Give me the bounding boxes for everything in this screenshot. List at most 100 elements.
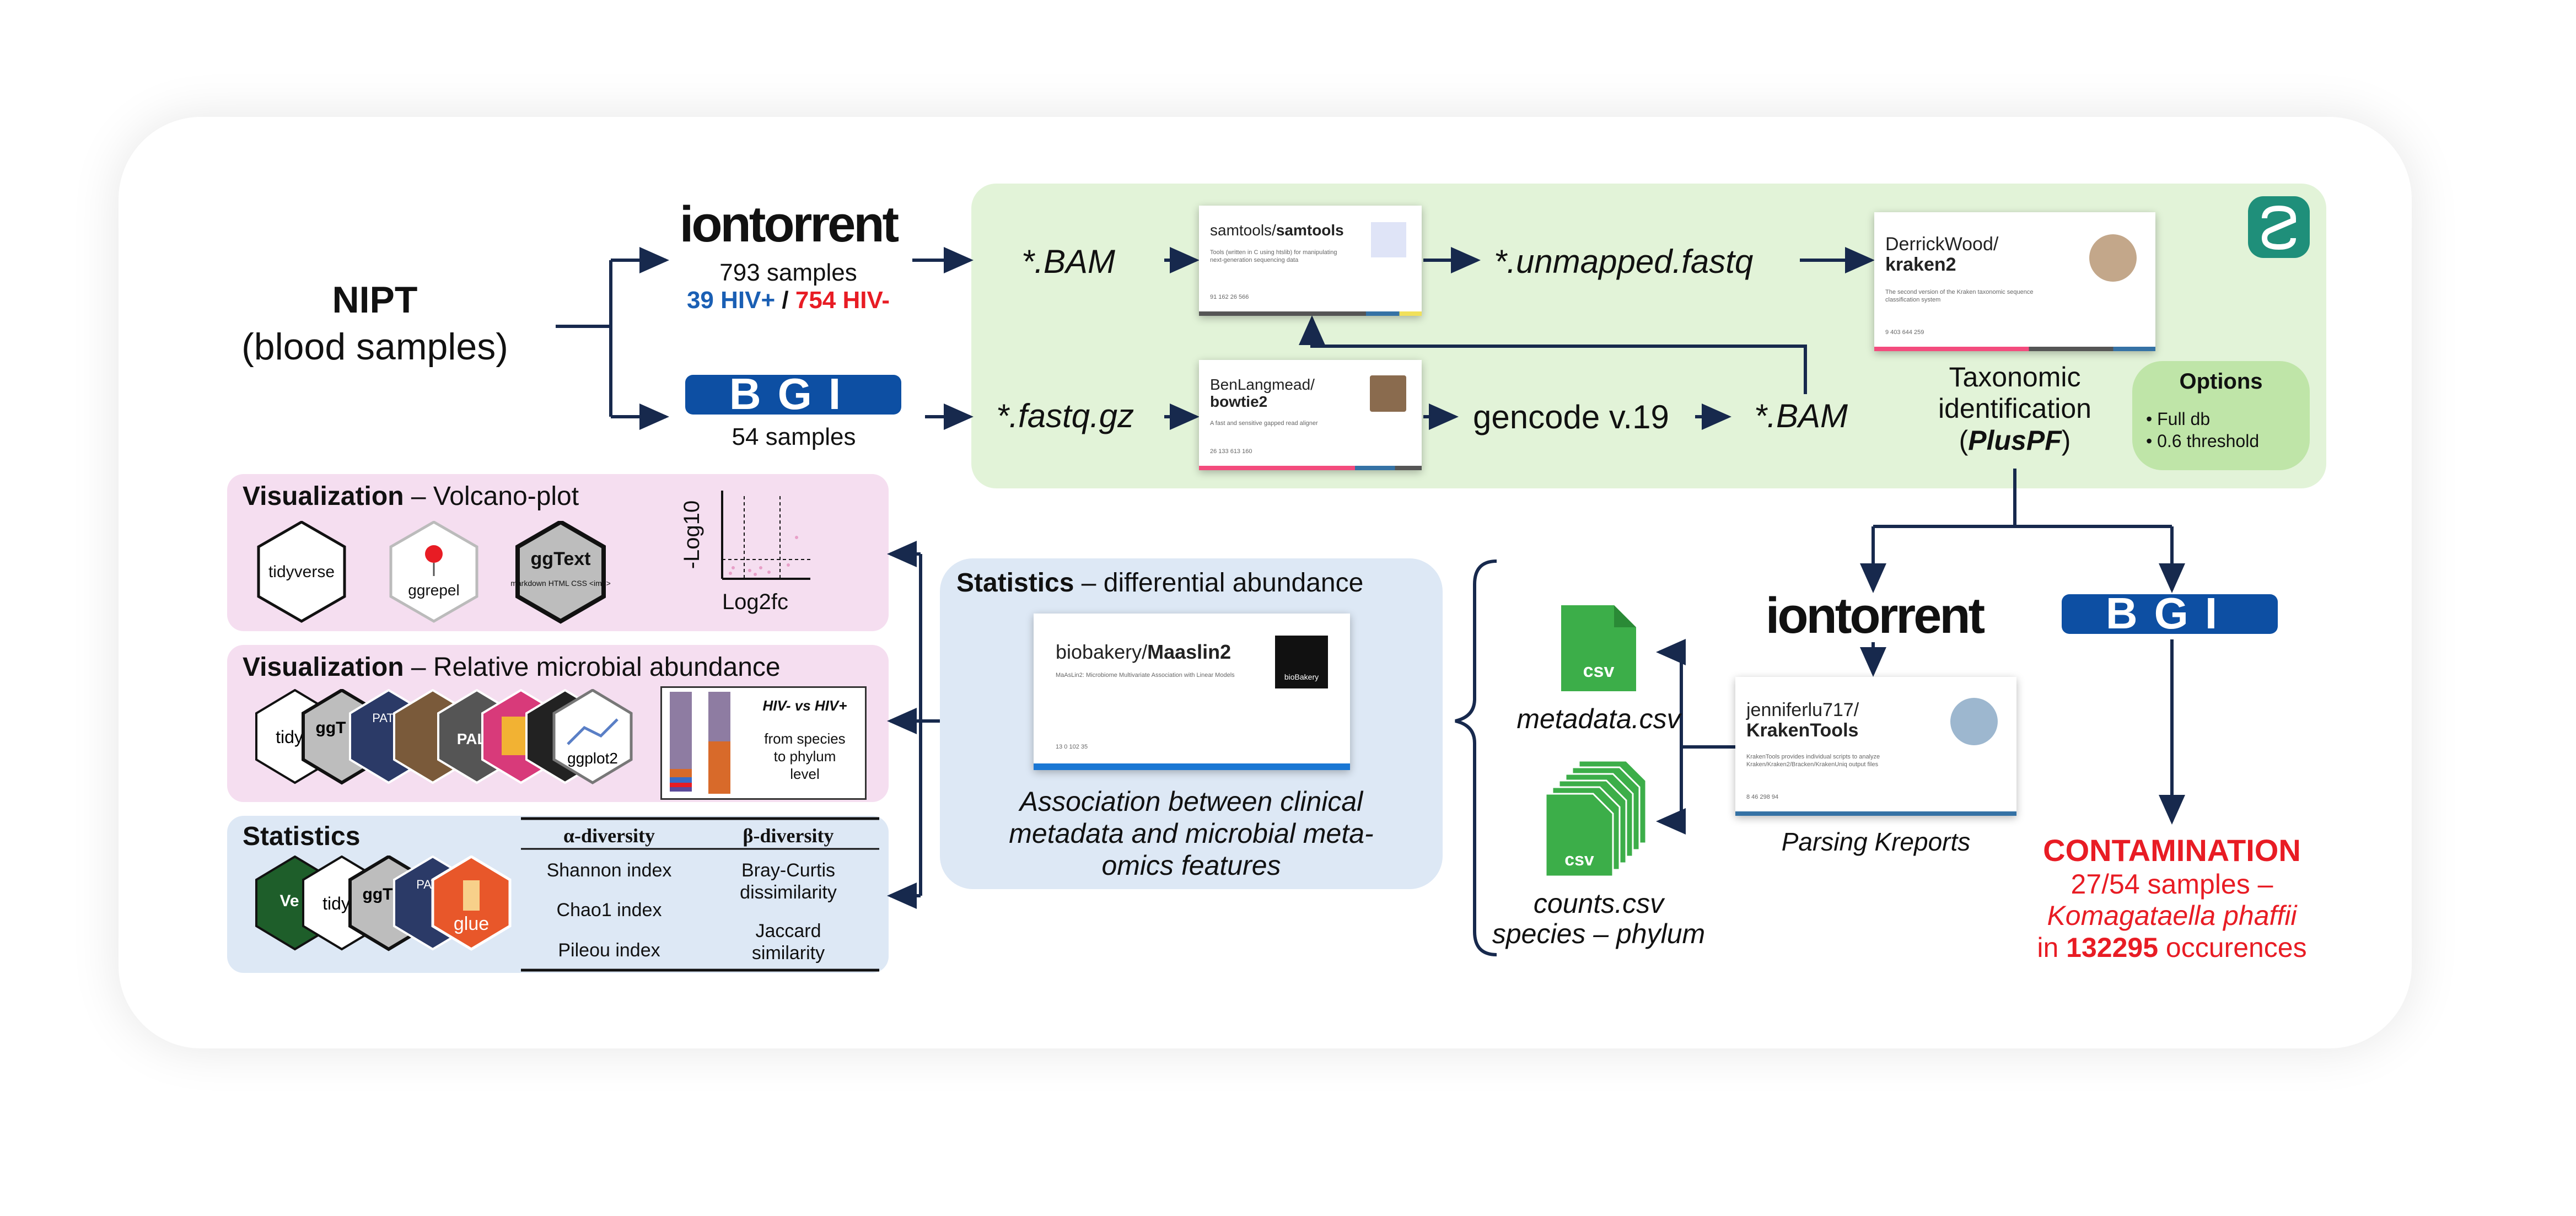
contamination-line3: in 132295 occurences (2007, 932, 2337, 964)
ggplot2-hex-text: ggplot2 (567, 750, 618, 767)
repo-owner: samtools/ (1210, 222, 1276, 239)
alpha-1: Chao1 index (556, 900, 662, 921)
options-box (2132, 361, 2310, 470)
glue-hex-text: glue (454, 913, 489, 934)
parsing-kreports: Parsing Kreports (1781, 827, 1971, 856)
tidyverse-hex-icon: tidyverse (257, 521, 346, 623)
tax-db: PlusPF (1968, 425, 2062, 456)
repo-stats: 8 46 298 94 (1746, 794, 1779, 800)
stats-diff-subtitle: – differential abundance (1074, 568, 1364, 598)
repo-description: Tools (written in C using htslib) for ma… (1210, 249, 1337, 264)
repo-name: bowtie2 (1210, 392, 1268, 410)
snakemake-icon-glyph (2261, 205, 2296, 250)
beta-0-line1: Bray-Curtis (741, 860, 836, 881)
beta-1-line1: Jaccard (755, 921, 821, 941)
repo-name: Maaslin2 (1147, 641, 1231, 663)
volcano-mini-plot: -Log10 Log2fc (680, 491, 810, 614)
contamination-line2: Komagataella phaffii (2047, 900, 2297, 931)
repo-description: MaAsLin2: Microbiome Multivariate Associ… (1056, 672, 1235, 679)
diversity-title: Statistics (243, 822, 361, 851)
iontorrent-hiv: 39 HIV+ / 754 HIV- (662, 287, 915, 314)
repo-stats: 91 162 26 566 (1210, 294, 1249, 300)
glue-hex-icon: glue (431, 855, 512, 951)
contamination-pre: in (2037, 932, 2067, 963)
options-item-1: • 0.6 threshold (2146, 431, 2260, 451)
taxonomic-line3: (PlusPF) (1891, 424, 2139, 456)
github-card-krakentools[interactable]: jenniferlu717/KrakenTools KrakenTools pr… (1735, 677, 2016, 816)
abundance-mini-bars (670, 692, 730, 794)
venn-hex-text: Ve (279, 892, 299, 910)
repo-stats: 9 403 644 259 (1885, 329, 1924, 336)
bgi-logo-text: BGI (729, 375, 857, 415)
iontorrent-logo: iontorrent (679, 196, 899, 252)
repo-stats: 13 0 102 35 (1056, 744, 1088, 750)
beta-0-line2: dissimilarity (740, 882, 837, 903)
ggrepel-hex-text: ggrepel (408, 582, 459, 599)
github-card-kraken2[interactable]: DerrickWood/kraken2 The second version o… (1874, 212, 2155, 351)
language-bar (1199, 311, 1422, 316)
samtools-logo-icon (1371, 222, 1406, 257)
stats-diff-title-strong: Statistics (956, 568, 1074, 598)
volcano-subtitle: – Volcano-plot (404, 482, 579, 511)
contamination-line1: 27/54 samples – (2071, 869, 2273, 900)
repo-description: KrakenTools provides individual scripts … (1746, 754, 1880, 768)
bam-label-1: *.BAM (1021, 243, 1116, 280)
legend-title: HIV- vs HIV+ (762, 697, 847, 714)
ggtext-hex-icon: ggText markdown HTML CSS <img> (510, 521, 611, 624)
taxonomic-line2: identification (1938, 393, 2091, 424)
beta-1-line2: similarity (751, 943, 825, 964)
repo-name: KrakenTools (1746, 720, 1859, 741)
abundance-legend-box (660, 686, 867, 800)
abundance-title: Visualization – Relative microbial abund… (243, 652, 781, 682)
csv-label: csv (1583, 660, 1615, 681)
iontorrent-logo-2: iontorrent (1765, 588, 1985, 644)
hiv-sep: / (775, 287, 795, 314)
github-card-bowtie2[interactable]: BenLangmead/bowtie2 A fast and sensitive… (1199, 360, 1422, 470)
volcano-title-strong: Visualization (243, 482, 404, 511)
abundance-title-strong: Visualization (243, 653, 404, 682)
volcano-title: Visualization – Volcano-plot (243, 481, 579, 512)
options-item-0: • Full db (2146, 409, 2211, 429)
snakemake-icon (2248, 196, 2310, 258)
tax-open: ( (1959, 425, 1969, 456)
tidy-hex-text: tidy (276, 727, 303, 747)
github-card-maaslin2[interactable]: biobakery/Maaslin2 MaAsLin2: Microbiome … (1034, 614, 1350, 770)
bgi-samples: 54 samples (732, 423, 856, 450)
stats-caption-3: omics features (1101, 850, 1281, 881)
csv-file-icon: csv (1561, 605, 1636, 691)
hiv-positive: 39 HIV+ (686, 287, 776, 314)
csv-file-icon-glyph: csv (1561, 605, 1636, 691)
biobakery-logo: bioBakery (1275, 636, 1328, 688)
language-bar (1874, 347, 2155, 351)
repo-owner: jenniferlu717/ (1746, 700, 1859, 720)
abundance-hex-stickers: tidy ggT PAT PALE ggplot2 (255, 689, 633, 785)
csv-stack-icon-glyph: csv (1545, 760, 1647, 878)
github-card-samtools[interactable]: samtools/samtools Tools (written in C us… (1199, 206, 1422, 316)
unmapped-fastq-label: *.unmapped.fastq (1494, 243, 1754, 280)
beta-header: β-diversity (743, 825, 834, 847)
alpha-0: Shannon index (546, 860, 672, 881)
repo-owner: DerrickWood/ (1885, 234, 1999, 255)
avatar (1370, 375, 1406, 412)
contamination-post: occurences (2158, 932, 2307, 963)
volcano-xlabel: Log2fc (722, 590, 788, 614)
repo-name: samtools (1276, 222, 1344, 239)
avatar (1950, 698, 1998, 745)
language-bar (1034, 763, 1350, 770)
metadata-csv-label: metadata.csv (1516, 703, 1681, 734)
tidy-hex-2-text: tidy (322, 894, 350, 913)
csv-label: csv (1564, 849, 1594, 869)
legend-line2: to phylum (773, 748, 836, 765)
ggtext-hex-text: ggText (531, 548, 591, 569)
volcano-hex-stickers: tidyverse ggrepel ggText markdown HTML C… (257, 521, 611, 624)
gencode-label: gencode v.19 (1473, 399, 1669, 435)
diversity-table-lines (521, 817, 879, 972)
tax-close: ) (2061, 425, 2071, 456)
contamination-count: 132295 (2066, 932, 2159, 963)
patchwork-hex-text: PAT (372, 711, 394, 725)
stats-caption-1: Association between clinical (1019, 786, 1363, 817)
alpha-2: Pileou index (558, 940, 660, 961)
volcano-ylabel: -Log10 (680, 501, 704, 569)
bam-label-2: *.BAM (1754, 397, 1848, 434)
